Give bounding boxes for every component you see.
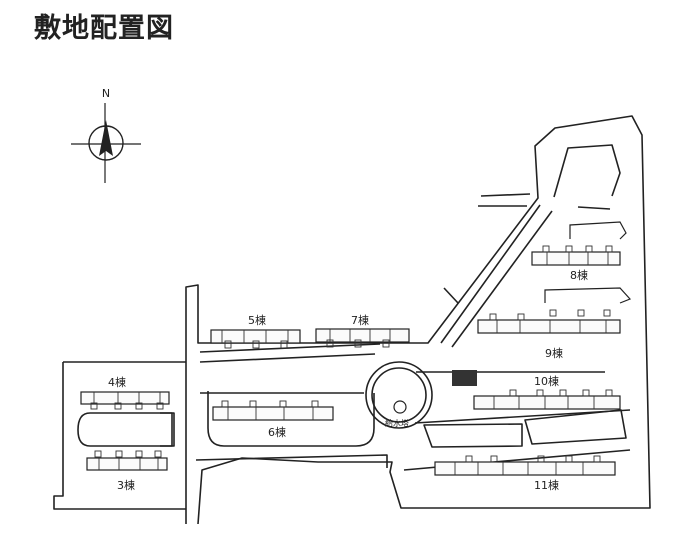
building-8: 8棟 xyxy=(531,221,627,282)
building-8-label: 8棟 xyxy=(570,268,588,282)
north-compass-icon: N xyxy=(71,87,141,183)
building-4: 4棟 xyxy=(80,375,170,410)
left-lot xyxy=(53,361,186,510)
building-10-label: 10棟 xyxy=(534,374,559,388)
compass-north-label: N xyxy=(102,87,110,100)
building-3-label: 3棟 xyxy=(117,478,135,492)
road-network xyxy=(195,144,631,471)
building-5-label: 5棟 xyxy=(248,313,266,327)
building-7-label: 7棟 xyxy=(351,313,369,327)
building-9: 9棟 xyxy=(477,287,632,360)
parking-marker xyxy=(452,370,477,386)
building-11-label: 11棟 xyxy=(534,478,559,492)
page-title: 敷地配置図 xyxy=(34,13,174,44)
building-10: 10棟 xyxy=(473,374,621,410)
water-tower-label: 給水塔 xyxy=(385,418,409,428)
water-tower: 給水塔 xyxy=(385,400,409,428)
building-11: 11棟 xyxy=(434,455,616,492)
building-6: 6棟 xyxy=(212,400,334,439)
building-4-label: 4棟 xyxy=(108,375,126,389)
building-5: 5棟 xyxy=(210,313,301,349)
site-boundary xyxy=(185,115,651,525)
building-6-label: 6棟 xyxy=(268,425,286,439)
building-3: 3棟 xyxy=(86,450,168,492)
building-9-label: 9棟 xyxy=(545,346,563,360)
building-7: 7棟 xyxy=(315,313,410,348)
